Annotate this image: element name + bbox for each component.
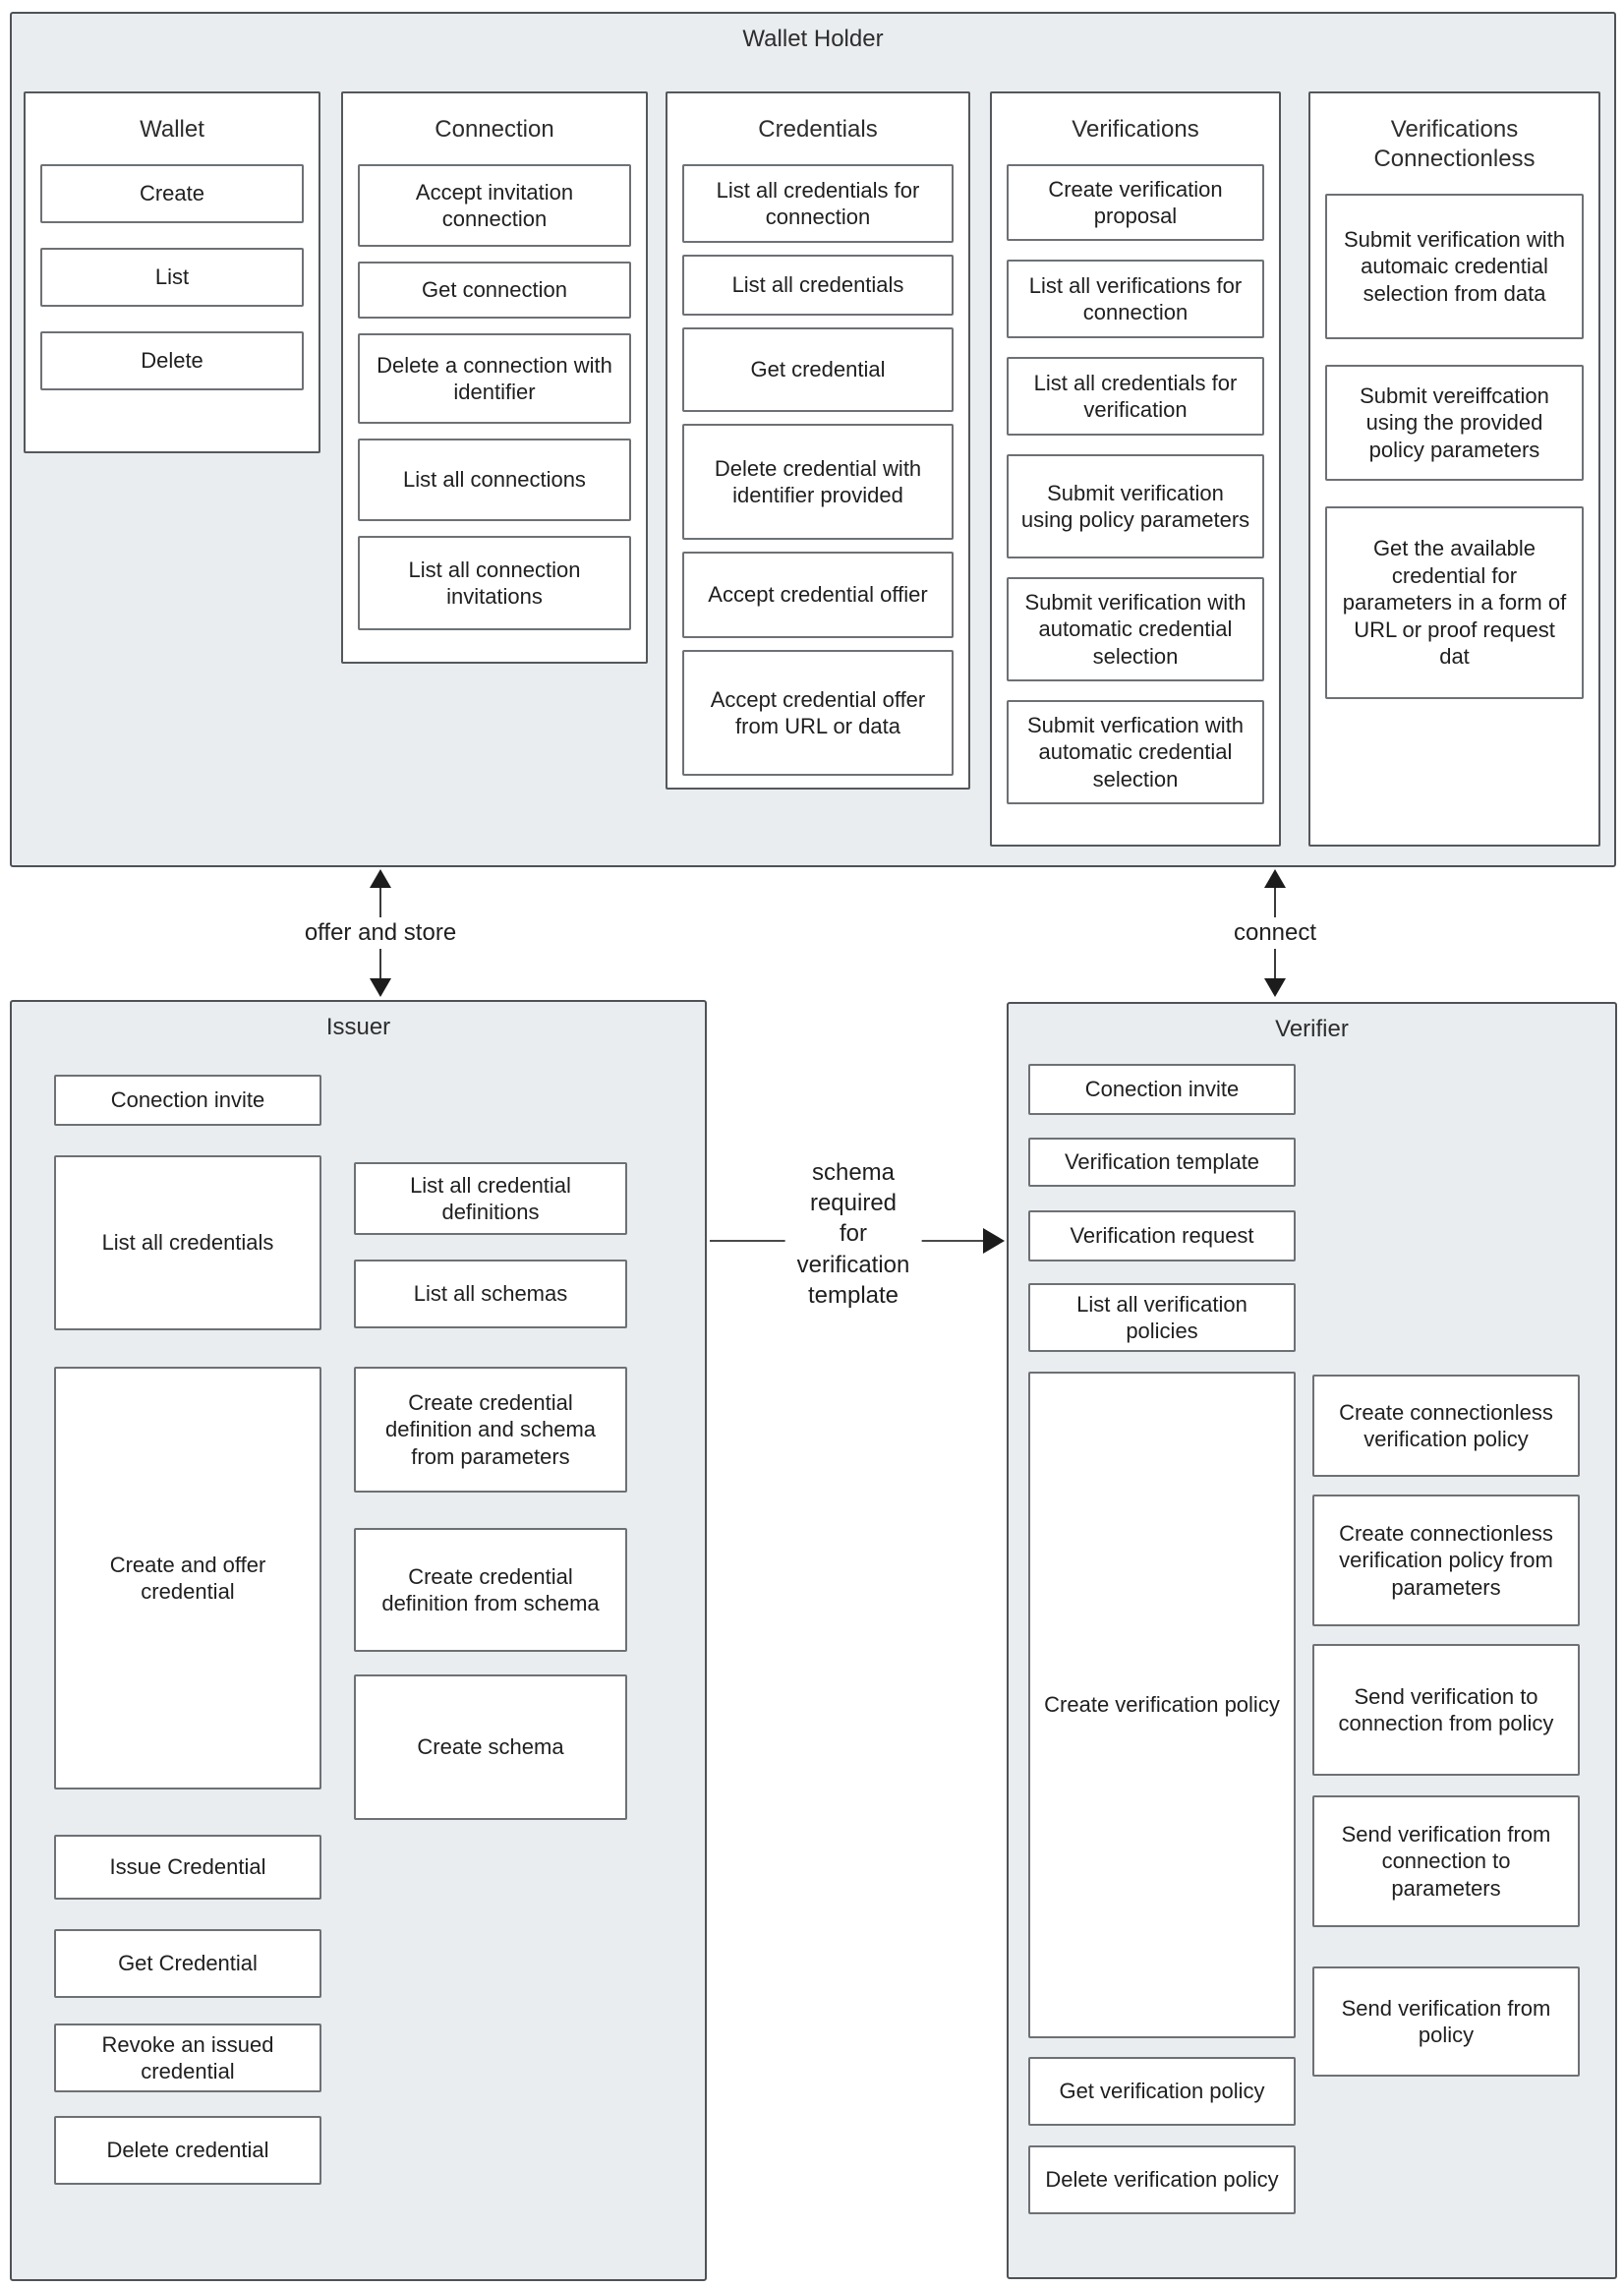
list-all-connection-invitations-box: List all connection invitations: [358, 536, 631, 630]
arrow-up-icon: [1264, 869, 1286, 888]
list-verifications-for-connection-box: List all verifications for connection: [1007, 260, 1264, 338]
verifications-connectionless-column: Verifications Connectionless Submit veri…: [1308, 91, 1600, 847]
submit-verification-auto-selection-box: Submit verification with automatic crede…: [1007, 577, 1264, 681]
verifier-verification-request-box: Verification request: [1028, 1210, 1296, 1261]
submit-vereiffcation-provided-params-box: Submit vereiffcation using the provided …: [1325, 365, 1584, 481]
verifier-create-connectionless-policy-box: Create connectionless verification polic…: [1312, 1375, 1580, 1477]
issuer-create-creddef-schema-params-box: Create credential definition and schema …: [354, 1367, 627, 1493]
wallet-list-box: List: [40, 248, 304, 307]
verifier-title: Verifier: [1275, 1016, 1349, 1042]
list-credentials-for-verification-box: List all credentials for verification: [1007, 357, 1264, 436]
issuer-issue-credential-box: Issue Credential: [54, 1835, 321, 1900]
delete-connection-identifier-box: Delete a connection with identifier: [358, 333, 631, 424]
submit-verfication-auto-selection-box: Submit verfication with automatic creden…: [1007, 700, 1264, 804]
verifier-create-verification-policy-box: Create verification policy: [1028, 1372, 1296, 2038]
credentials-column-title: Credentials: [758, 116, 878, 143]
issuer-list-all-schemas-box: List all schemas: [354, 1260, 627, 1328]
issuer-get-credential-box: Get Credential: [54, 1929, 321, 1998]
submit-verification-policy-params-box: Submit verification using policy paramet…: [1007, 454, 1264, 558]
issuer-conection-invite-box: Conection invite: [54, 1075, 321, 1126]
issuer-delete-credential-box: Delete credential: [54, 2116, 321, 2185]
list-all-connections-box: List all connections: [358, 439, 631, 521]
arrow-up-icon: [370, 869, 391, 888]
wallet-delete-box: Delete: [40, 331, 304, 390]
submit-verification-automaic-from-data-box: Submit verification with automaic creden…: [1325, 194, 1584, 339]
wallet-column: Wallet Create List Delete: [24, 91, 320, 453]
arrow-down-icon: [370, 978, 391, 997]
verifications-connectionless-title: Verifications Connectionless: [1373, 116, 1536, 172]
wallet-column-title: Wallet: [140, 116, 204, 143]
connection-column: Connection Accept invitation connection …: [341, 91, 648, 664]
accept-invitation-connection-box: Accept invitation connection: [358, 164, 631, 247]
arrow-down-icon: [1264, 978, 1286, 997]
list-all-credentials-box: List all credentials: [682, 255, 954, 316]
issuer-revoke-issued-credential-box: Revoke an issued credential: [54, 2024, 321, 2092]
issuer-title: Issuer: [325, 1014, 391, 1040]
verifier-send-verification-from-connection-box: Send verification from connection to par…: [1312, 1795, 1580, 1927]
issuer-create-schema-box: Create schema: [354, 1674, 627, 1820]
issuer-create-creddef-from-schema-box: Create credential definition from schema: [354, 1528, 627, 1652]
verifier-send-verification-to-connection-box: Send verification to connection from pol…: [1312, 1644, 1580, 1776]
connection-column-title: Connection: [435, 116, 554, 143]
get-available-credential-url-proof-box: Get the available credential for paramet…: [1325, 506, 1584, 699]
connect-label: connect: [1223, 917, 1327, 949]
verifier-delete-verification-policy-box: Delete verification policy: [1028, 2145, 1296, 2214]
delete-credential-identifier-box: Delete credential with identifier provid…: [682, 424, 954, 540]
verifications-column: Verifications Create verification propos…: [990, 91, 1281, 847]
issuer-list-all-credentials-box: List all credentials: [54, 1155, 321, 1330]
verifier-conection-invite-box: Conection invite: [1028, 1064, 1296, 1115]
issuer-create-and-offer-credential-box: Create and offer credential: [54, 1367, 321, 1789]
verifier-send-verification-from-policy-box: Send verification from policy: [1312, 1966, 1580, 2077]
credentials-column: Credentials List all credentials for con…: [666, 91, 970, 790]
create-verification-proposal-box: Create verification proposal: [1007, 164, 1264, 241]
arrow-right-icon: [983, 1228, 1005, 1254]
offer-and-store-label: offer and store: [294, 917, 467, 949]
issuer-list-credential-definitions-box: List all credential definitions: [354, 1162, 627, 1235]
verifier-get-verification-policy-box: Get verification policy: [1028, 2057, 1296, 2126]
get-connection-box: Get connection: [358, 262, 631, 319]
wallet-holder-title: Wallet Holder: [742, 26, 884, 52]
verifier-verification-template-box: Verification template: [1028, 1138, 1296, 1187]
wallet-create-box: Create: [40, 164, 304, 223]
get-credential-box: Get credential: [682, 327, 954, 412]
schema-required-label: schema required for verification templat…: [784, 1153, 922, 1315]
verifier-create-connectionless-policy-params-box: Create connectionless verification polic…: [1312, 1495, 1580, 1626]
verifier-list-verification-policies-box: List all verification policies: [1028, 1283, 1296, 1352]
list-credentials-for-connection-box: List all credentials for connection: [682, 164, 954, 243]
verifications-column-title: Verifications: [1072, 116, 1199, 143]
accept-credential-offer-box: Accept credential offier: [682, 552, 954, 638]
accept-credential-offer-url-box: Accept credential offer from URL or data: [682, 650, 954, 776]
